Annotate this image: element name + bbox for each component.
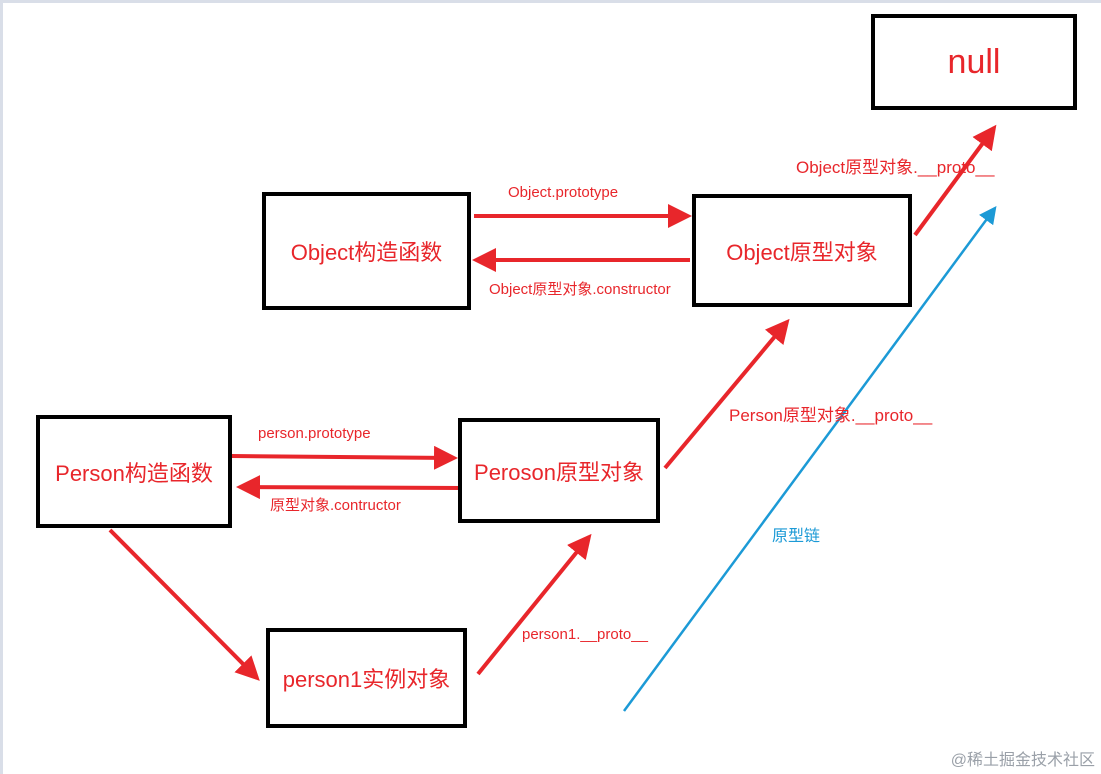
node-object-constructor: Object构造函数 <box>262 192 471 310</box>
node-null: null <box>871 14 1077 110</box>
label-person-constructor: 原型对象.contructor <box>270 497 401 514</box>
watermark: @稀土掘金技术社区 <box>950 752 1095 769</box>
arrow-person-prototype <box>231 445 458 470</box>
arrow-person-proto-to-object-proto <box>663 318 790 470</box>
label-prototype-chain: 原型链 <box>772 528 821 545</box>
label-object-prototype: Object.prototype <box>508 184 619 201</box>
arrow-object-proto-to-null <box>913 124 997 237</box>
frame-left-border <box>0 0 3 774</box>
node-person-prototype: Peroson原型对象 <box>458 418 660 523</box>
arrow-person-ctor-to-person1 <box>108 528 260 681</box>
label-person1-proto: person1.__proto__ <box>522 626 648 643</box>
arrow-prototype-chain <box>622 205 997 712</box>
label-object-proto-proto: Object原型对象.__proto__ <box>796 158 995 177</box>
node-person-constructor: Person构造函数 <box>36 415 232 528</box>
frame-top-border <box>0 0 1101 3</box>
node-person1-instance: person1实例对象 <box>266 628 467 728</box>
arrow-person-constructor <box>236 475 463 500</box>
node-object-prototype: Object原型对象 <box>692 194 912 307</box>
label-person-proto-proto: Person原型对象.__proto__ <box>729 406 933 425</box>
arrow-person1-to-person-proto <box>476 533 592 676</box>
label-object-constructor: Object原型对象.constructor <box>489 281 671 298</box>
label-person-prototype: person.prototype <box>258 425 371 442</box>
